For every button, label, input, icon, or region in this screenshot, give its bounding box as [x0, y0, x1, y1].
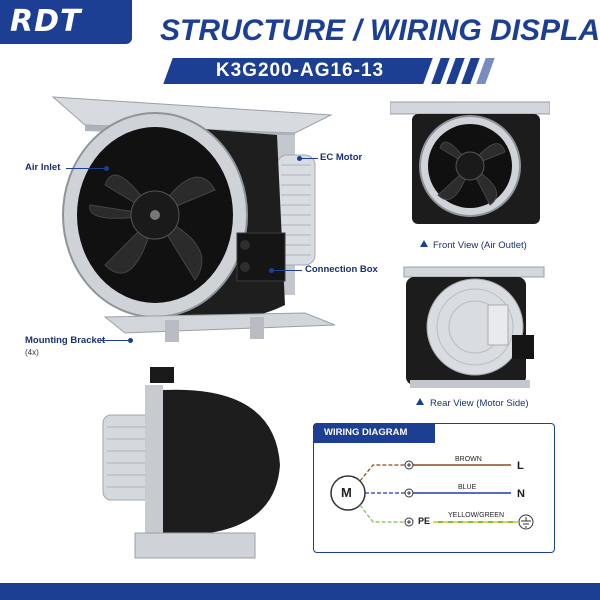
- air-inlet-label: Air Inlet: [25, 162, 61, 173]
- side-view-illustration: [102, 367, 280, 559]
- terminal-pe: PE: [418, 516, 431, 526]
- front-view-caption: Front View (Air Outlet): [433, 240, 527, 251]
- connection-box-leader: [272, 270, 302, 271]
- terminal-n: N: [517, 488, 525, 500]
- mounting-bracket-dot: [128, 338, 133, 343]
- connection-box-dot: [269, 268, 274, 273]
- mounting-bracket-label: Mounting Bracket: [25, 335, 106, 346]
- model-number: K3G200-AG16-13: [215, 60, 385, 81]
- page-title: STRUCTURE / WIRING DISPLAY: [160, 14, 600, 47]
- logo-badge: [0, 0, 132, 44]
- wire-label-yellow-green: YELLOW/GREEN: [448, 512, 505, 519]
- air-inlet-leader: [66, 168, 106, 169]
- front-view-illustration: [390, 101, 550, 224]
- mounting-bracket-qty: (4x): [25, 348, 39, 357]
- wiring-diagram-title: WIRING DIAGRAM: [324, 427, 408, 438]
- mounting-bracket-leader: [100, 340, 130, 341]
- wire-label-blue: BLUE: [458, 484, 477, 491]
- ec-motor-leader: [300, 158, 318, 159]
- rear-view-caption: Rear View (Motor Side): [430, 398, 529, 409]
- wiring-diagram-header: [313, 423, 435, 443]
- air-inlet-dot: [104, 166, 109, 171]
- logo: RDT: [10, 4, 82, 39]
- connection-box-label: Connection Box: [305, 264, 378, 275]
- rear-view-marker: [416, 398, 424, 405]
- front-view-marker: [420, 240, 428, 247]
- wiring-diagram-schematic: [330, 460, 534, 530]
- wire-label-brown: BROWN: [455, 456, 482, 463]
- ec-motor-label: EC Motor: [320, 152, 363, 163]
- ec-motor-dot: [297, 156, 302, 161]
- motor-symbol: M: [341, 485, 352, 500]
- terminal-l: L: [517, 460, 524, 472]
- footer-bar: [0, 583, 600, 600]
- main-fan-illustration: [51, 96, 336, 342]
- banner-stripe: [476, 58, 495, 84]
- rear-view-illustration: [403, 266, 545, 388]
